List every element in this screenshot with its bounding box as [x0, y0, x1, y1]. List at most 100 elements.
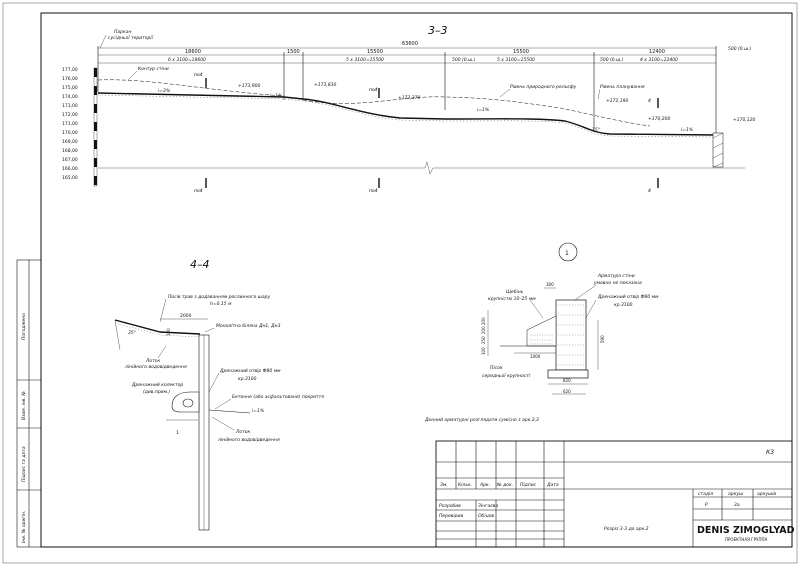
mark-173830: +173,830 — [314, 82, 337, 88]
tray-bottom-line2: лінійного водовідведення — [217, 437, 280, 443]
node-1: 1 Арматура стіни умовно не показана Щебі… — [481, 242, 659, 395]
tray-bottom-line1: Лоток — [235, 429, 251, 435]
tb-sheet-header: аркуш — [728, 492, 743, 497]
tb-col-sign: Підпис — [520, 482, 537, 488]
wall-contour-label: Контур стіни — [138, 66, 169, 72]
elev-172: 172,00 — [62, 112, 78, 118]
tb-col-date: Дата — [546, 482, 559, 488]
slope-3: i=1% — [477, 107, 489, 113]
tb-stage-header: стадія — [698, 491, 713, 497]
dim-note-2: 5 х 3100=15500 — [346, 57, 384, 63]
section-4-4-title: 4–4 — [190, 258, 210, 271]
elev-173: 173,00 — [62, 103, 78, 109]
strip-inv-replace: Взам. інв. № — [21, 391, 27, 420]
dim-wall-note-2: 500 (0.ш.) — [600, 57, 624, 63]
profile-hatch — [97, 94, 717, 138]
footnote: Донний арматурні розглядати сумісно з ар… — [424, 417, 539, 423]
dim-note-1: 6 х 3100=18600 — [168, 57, 206, 63]
elev-165: 165,00 — [62, 175, 78, 181]
node-dim-200a: 200 — [481, 317, 486, 325]
natural-relief-label: Рівень природного рельєфу — [510, 84, 577, 90]
strip-agreed: Погоджено — [21, 313, 27, 340]
fence-label-line1: Паркан — [114, 29, 131, 35]
dim-seg-3: 15500 — [367, 49, 383, 55]
tb-sheets-header: аркушів — [757, 491, 776, 497]
elev-176: 176,00 — [62, 76, 78, 82]
sand-line2: середньої крупності — [482, 373, 531, 379]
elev-169: 169,00 — [62, 139, 78, 145]
elevation-scale: 177,00 176,00 175,00 174,00 173,00 172,0… — [62, 67, 98, 187]
slope-1: i=3% — [158, 88, 170, 94]
ref-bot-3: 4 — [648, 188, 651, 194]
node-dim-1000: 1000 — [530, 354, 541, 359]
ref-top-3: 4 — [648, 98, 651, 104]
ref-bot-1: по4 — [194, 188, 203, 194]
elev-177: 177,00 — [62, 67, 78, 73]
dim-note-4: 4 х 3100=12400 — [640, 57, 678, 63]
tb-role-checker: Перевірив — [439, 513, 463, 519]
strip-sign-date: Підпис та дата — [21, 446, 27, 482]
elev-171: 171,00 — [62, 121, 78, 127]
tb-col-ark: Арк. — [479, 482, 490, 488]
mark-173900: +173,900 — [238, 83, 261, 89]
node-dim-590: 590 — [600, 335, 605, 343]
drain-collector-line1: Дренажний колектор — [131, 382, 183, 388]
tb-company-sub: ПРОЕКТНАЯ ГРУППА — [725, 537, 767, 542]
node-dim-100: 100 — [481, 347, 486, 355]
tb-role-developer: Розробив — [439, 503, 461, 509]
reinforcement-line1: Арматура стіни — [597, 273, 635, 279]
tb-col-kilk: Кільк. — [458, 482, 472, 488]
node-dim-620: 620 — [563, 389, 571, 394]
ref-top-2: по4 — [369, 87, 378, 93]
node-footing — [547, 369, 589, 379]
node-dim-300: 300 — [546, 282, 554, 287]
section-3-3-title: 3–3 — [428, 24, 448, 37]
tb-name-checker: Обіцов — [478, 513, 494, 519]
elev-175: 175,00 — [62, 85, 78, 91]
tb-company: DENIS ZIMOGLYAD — [697, 525, 795, 536]
dim-seg-1: 18600 — [185, 49, 201, 55]
angle-15: 15° — [592, 127, 600, 133]
sand-line1: Пісок — [490, 365, 503, 371]
left-strip: Погоджено Взам. інв. № Підпис та дата Ін… — [16, 259, 42, 548]
gravel-line1: Щебінь — [506, 289, 524, 295]
elev-166: 166,00 — [62, 166, 78, 172]
mark-172370: +172,370 — [398, 95, 421, 101]
elev-167: 167,00 — [62, 157, 78, 163]
overall-dim: 63600 — [402, 41, 418, 47]
reinforcement-line2: умовно не показана — [593, 281, 642, 286]
node-dim-200b: 200 — [481, 326, 486, 334]
node-1-number: 1 — [565, 250, 569, 257]
angle-35: 35° — [128, 330, 136, 336]
mark-170200: +170,200 — [648, 116, 671, 122]
soil-thickness: h=0,15 м — [210, 301, 232, 307]
drain-node-line1: Дренажний отвір Ф80 мм — [597, 294, 659, 300]
tb-drawing-name: Розріз 3-3 до арк.2 — [604, 526, 649, 532]
dim-wall-note-right: 500 (0.ш.) — [728, 46, 752, 52]
node-1-circle — [558, 242, 578, 262]
ref-bot-2: по4 — [369, 188, 378, 194]
elev-170: 170,00 — [62, 130, 78, 136]
mark-172190: +172,190 — [606, 98, 629, 104]
ref-num-4-4: 1 — [176, 430, 179, 436]
planning-level-label: Рівень планування — [600, 84, 645, 90]
dim-wall-note-1: 500 (0.ш.) — [452, 57, 476, 63]
slope-4: i=1% — [681, 127, 693, 133]
tb-col-zm: Зм. — [440, 482, 448, 488]
section-refs: по4 по4 4 по4 по4 4 — [194, 72, 659, 194]
dim-seg-4: 15500 — [513, 49, 529, 55]
title-block: К3 Зм. Кільк. Арк. № док. Підпис Дата Ро… — [435, 440, 795, 548]
mark-170120: +170,120 — [733, 117, 756, 123]
planning-profile — [97, 92, 717, 136]
dim-2000: 2000 — [180, 313, 192, 319]
slope-4-4 — [114, 319, 201, 335]
strip-inv-orig: Інв. № оригін. — [21, 511, 27, 543]
paving-label: Бетонне (або асфальтоване) покриття — [232, 394, 324, 400]
drain-hole-line1: Дренажний отвір Ф80 мм — [219, 368, 281, 374]
drain-hole-line2: кр.3100 — [238, 376, 257, 382]
fence-label-line2: сусідньої території — [108, 35, 154, 41]
natural-relief — [97, 79, 651, 127]
gravel-line2: крупністю 10–25 мм — [488, 296, 536, 302]
